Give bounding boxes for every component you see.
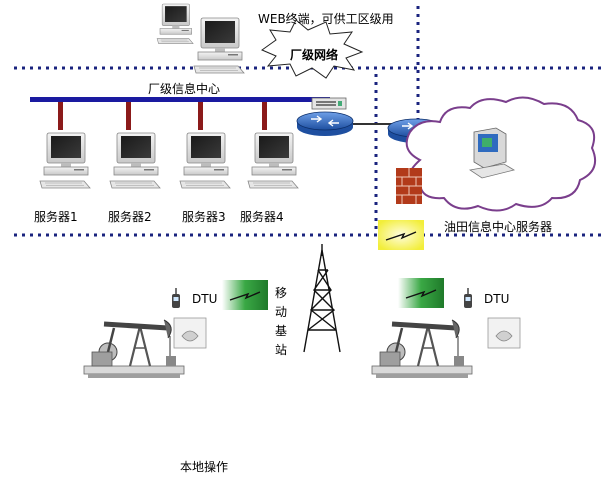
server-2-label: 服务器2: [108, 210, 152, 224]
web-terminal-pc: [193, 17, 245, 74]
server-1-label: 服务器1: [34, 210, 78, 224]
network-boundary-lines: [14, 6, 604, 237]
local-operation-label: 本地操作: [180, 460, 229, 474]
server-4-pc: [247, 132, 299, 189]
dtu-icon: [463, 287, 473, 309]
bus-posts: [58, 102, 267, 130]
server-1-pc: [39, 132, 91, 189]
factory-bus: [30, 97, 330, 102]
firewall-icon: [396, 168, 422, 204]
pumpjack-right-icon: [372, 320, 472, 378]
dtu-label-left: DTU: [192, 292, 218, 306]
web-terminal-label: WEB终端，可供工区级用: [258, 12, 394, 26]
web-terminal-pc-small: [156, 3, 194, 44]
dtu-box-icon: [487, 317, 521, 349]
factory-info-center-label: 厂级信息中心: [148, 82, 221, 96]
router-icon: [296, 111, 354, 137]
base-station-label: 移动基站: [274, 286, 287, 357]
dtu-label-right: DTU: [484, 292, 510, 306]
factory-network-burst: [260, 19, 364, 79]
oilfield-server-pc: [468, 127, 516, 179]
base-station-tower-icon: [303, 244, 341, 353]
pumpjack-left-icon: [84, 320, 184, 378]
switch-icon: [311, 97, 347, 110]
factory-network-label: 厂级网络: [290, 48, 339, 62]
dtu-box-icon: [173, 317, 207, 349]
oilfield-server-label: 油田信息中心服务器: [444, 220, 553, 234]
server-4-label: 服务器4: [240, 210, 284, 224]
server-3-pc: [179, 132, 231, 189]
server-2-pc: [109, 132, 161, 189]
dtu-icon: [171, 287, 181, 309]
server-3-label: 服务器3: [182, 210, 226, 224]
